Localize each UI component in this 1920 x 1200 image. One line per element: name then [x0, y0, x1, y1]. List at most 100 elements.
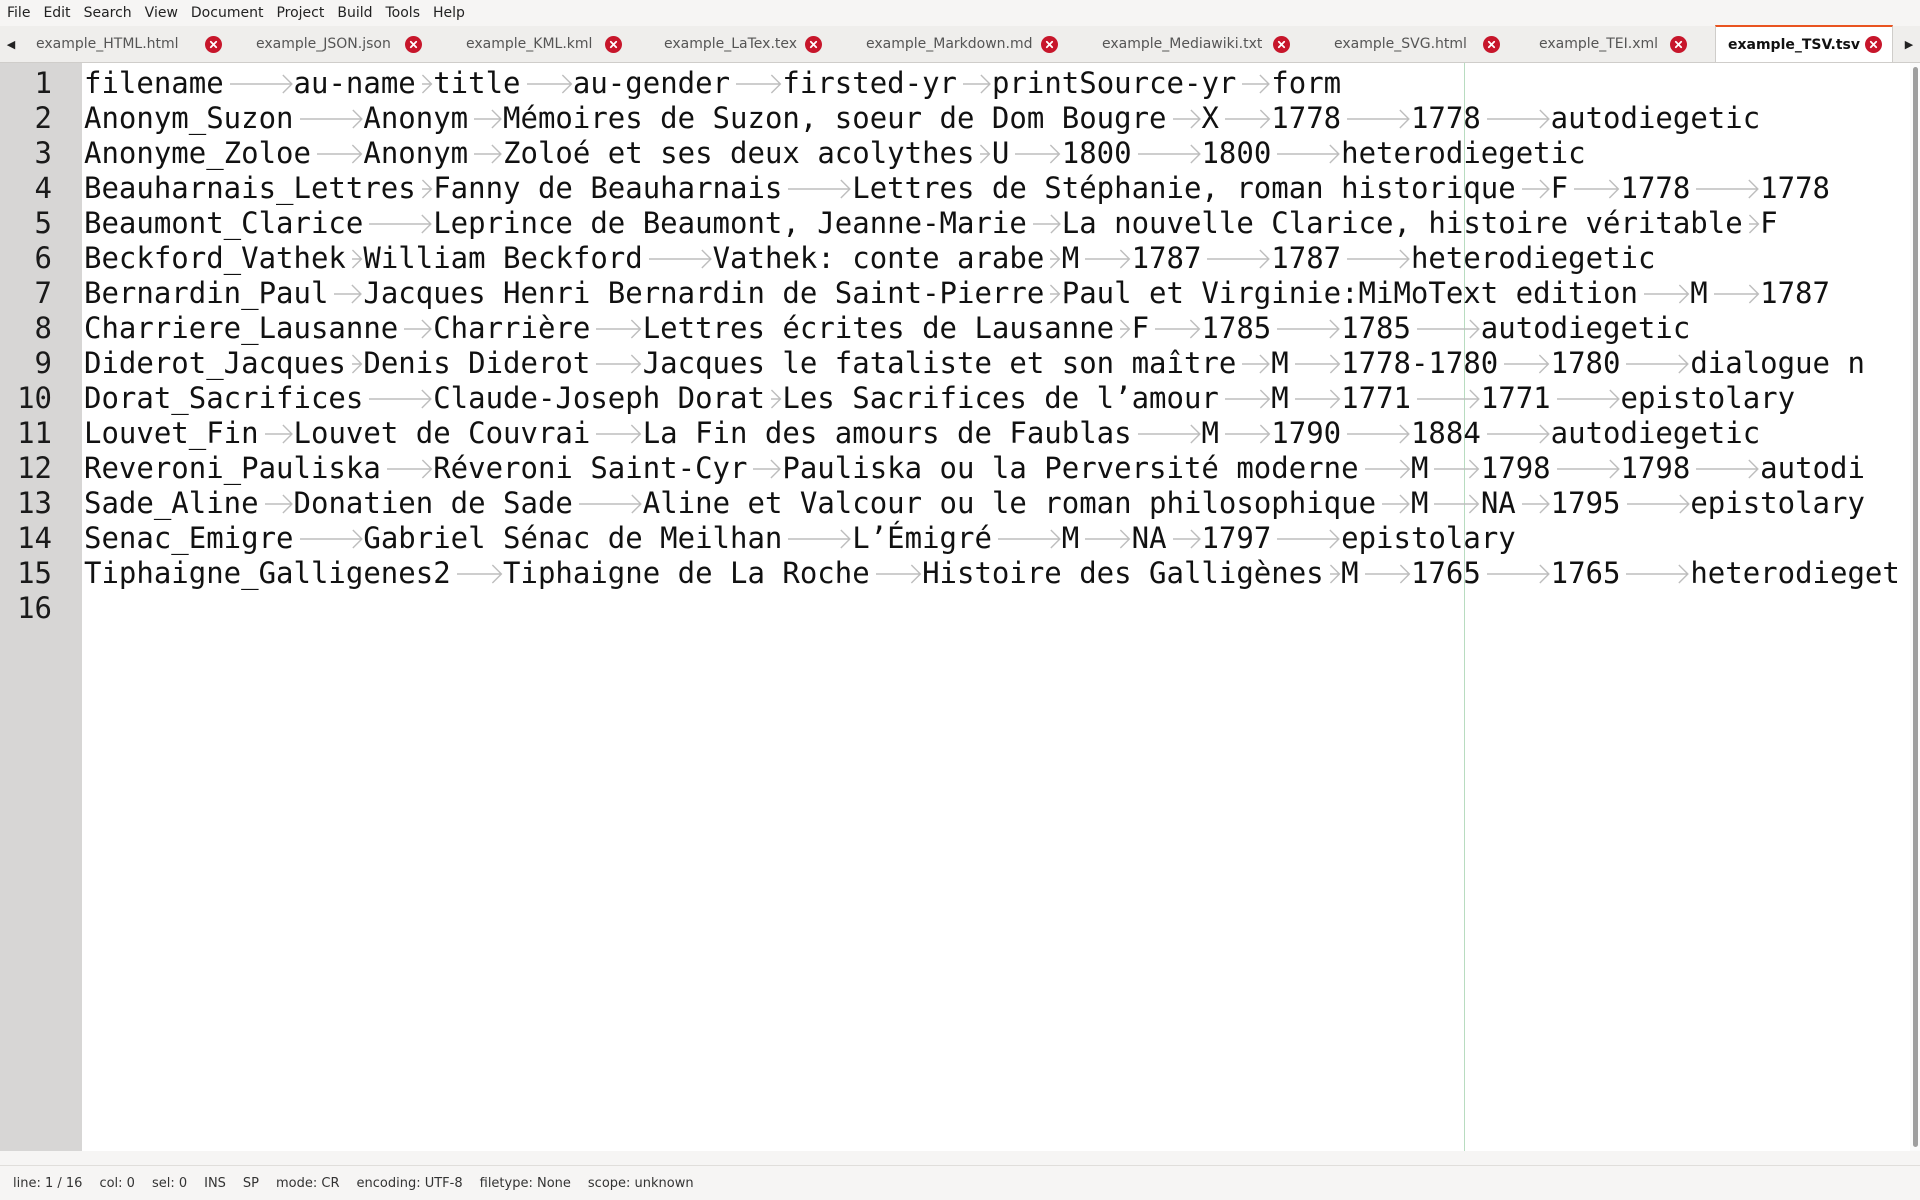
line-number: 13 [17, 486, 52, 520]
tab-example-tei-xml[interactable]: example_TEI.xml [1525, 26, 1697, 62]
menu-document[interactable]: Document [190, 5, 264, 21]
tab-arrow-icon [782, 521, 852, 556]
tsv-field: Tiphaigne de La Roche [503, 556, 870, 590]
tsv-field: Fanny de Beauharnais [433, 171, 783, 205]
tab-arrow-icon [1498, 346, 1550, 381]
tab-example-latex-tex[interactable]: example_LaTex.tex [650, 26, 832, 62]
tab-arrow-icon [992, 521, 1062, 556]
tab-arrow-icon [1620, 346, 1690, 381]
line-number: 7 [34, 276, 52, 310]
line-number: 10 [17, 381, 52, 415]
tsv-field: Tiphaigne_Galligenes2 [84, 556, 451, 590]
tab-example-svg-html[interactable]: example_SVG.html [1320, 26, 1510, 62]
tsv-field: 1884 [1410, 416, 1481, 450]
tsv-field: Réveroni Saint-Cyr [433, 451, 748, 485]
vertical-scrollbar[interactable] [1910, 63, 1920, 1151]
tab-arrow-icon [468, 136, 503, 171]
menu-help[interactable]: Help [433, 5, 465, 21]
tsv-field: Senac_Emigre [84, 521, 294, 555]
tab-scroll-left-icon[interactable]: ◀ [6, 37, 16, 51]
tab-label: example_KML.kml [466, 36, 593, 52]
line-number: 11 [17, 416, 52, 450]
long-line-marker [1464, 63, 1465, 1151]
close-icon[interactable] [205, 35, 222, 53]
tab-arrow-icon [451, 556, 503, 591]
menu-file[interactable]: File [7, 5, 31, 21]
tsv-field: 1795 [1550, 486, 1621, 520]
tab-arrow-icon [1481, 101, 1551, 136]
tsv-field: autodiegetic [1550, 416, 1761, 450]
tab-arrow-icon [1411, 311, 1481, 346]
tsv-field: autodi [1760, 451, 1865, 485]
tab-example-kml-kml[interactable]: example_KML.kml [452, 26, 632, 62]
tsv-field: Aline et Valcour ou le roman philosophiq… [642, 486, 1377, 520]
tab-arrow-icon [363, 381, 433, 416]
tab-arrow-icon [1236, 66, 1271, 101]
tab-arrow-icon [1743, 206, 1760, 241]
tab-arrow-icon [468, 101, 503, 136]
menu-edit[interactable]: Edit [43, 5, 71, 21]
line-number: 3 [34, 136, 52, 170]
tab-label: example_TSV.tsv [1728, 36, 1861, 53]
tsv-field: M [1690, 276, 1708, 310]
tsv-field: La Fin des amours de Faublas [642, 416, 1132, 450]
line-number: 4 [34, 171, 52, 205]
tab-arrow-icon [1271, 136, 1341, 171]
tab-arrow-icon [1359, 556, 1411, 591]
line-number: 2 [34, 101, 52, 135]
close-icon[interactable] [1483, 35, 1500, 53]
tsv-field: 1778-1780 [1341, 346, 1499, 380]
close-icon[interactable] [605, 35, 622, 53]
tab-arrow-icon [1167, 521, 1202, 556]
tab-arrow-icon [1219, 416, 1271, 451]
close-icon[interactable] [405, 35, 422, 53]
tab-example-tsv-tsv[interactable]: example_TSV.tsv [1715, 25, 1893, 62]
close-icon[interactable] [1273, 35, 1290, 53]
tab-arrow-icon [1132, 416, 1202, 451]
tab-scroll-right-icon[interactable]: ▶ [1904, 37, 1914, 51]
tab-arrow-icon [328, 276, 363, 311]
vertical-scrollbar-thumb[interactable] [1913, 67, 1918, 1147]
tab-arrow-icon [381, 451, 433, 486]
tab-arrow-icon [1568, 171, 1620, 206]
tsv-field: Gabriel Sénac de Meilhan [363, 521, 783, 555]
tsv-field: 1778 [1410, 101, 1481, 135]
line-number: 6 [34, 241, 52, 275]
tsv-field: dialogue n [1690, 346, 1865, 380]
tab-example-markdown-md[interactable]: example_Markdown.md [852, 26, 1068, 62]
close-icon[interactable] [1041, 35, 1058, 53]
menu-view[interactable]: View [144, 5, 178, 21]
tab-arrow-icon [747, 451, 782, 486]
tsv-field: Sade_Aline [84, 486, 259, 520]
menu-build[interactable]: Build [337, 5, 373, 21]
line-number: 15 [17, 556, 52, 590]
line-number: 14 [17, 521, 52, 555]
tsv-field: printSource-yr [991, 66, 1237, 100]
tsv-field: Jacques Henri Bernardin de Saint-Pierre [363, 276, 1045, 310]
close-icon[interactable] [805, 35, 822, 53]
tsv-field: Zoloé et ses deux acolythes [503, 136, 975, 170]
tab-arrow-icon [643, 241, 713, 276]
menu-tools[interactable]: Tools [385, 5, 421, 21]
tsv-field: Dorat_Sacrifices [84, 381, 364, 415]
code-line: Tiphaigne_Galligenes2 Tiphaigne de La Roc… [84, 556, 1900, 591]
tsv-field: Charrière [433, 311, 591, 345]
tab-example-html-html[interactable]: example_HTML.html [22, 26, 232, 62]
menu-search[interactable]: Search [83, 5, 132, 21]
tsv-field: Lettres de Stéphanie, roman historique [852, 171, 1516, 205]
tsv-field: Diderot_Jacques [84, 346, 346, 380]
tsv-field: epistolary [1690, 486, 1865, 520]
tsv-field: Anonym [363, 101, 469, 135]
tsv-field: Paul et Virginie:MiMoText edition [1061, 276, 1638, 310]
close-icon[interactable] [1670, 35, 1687, 53]
tab-example-json-json[interactable]: example_JSON.json [242, 26, 432, 62]
tab-arrow-icon [1271, 521, 1341, 556]
tab-example-mediawiki-txt[interactable]: example_Mediawiki.txt [1088, 26, 1300, 62]
menu-project[interactable]: Project [276, 5, 325, 21]
close-icon[interactable] [1865, 36, 1882, 53]
